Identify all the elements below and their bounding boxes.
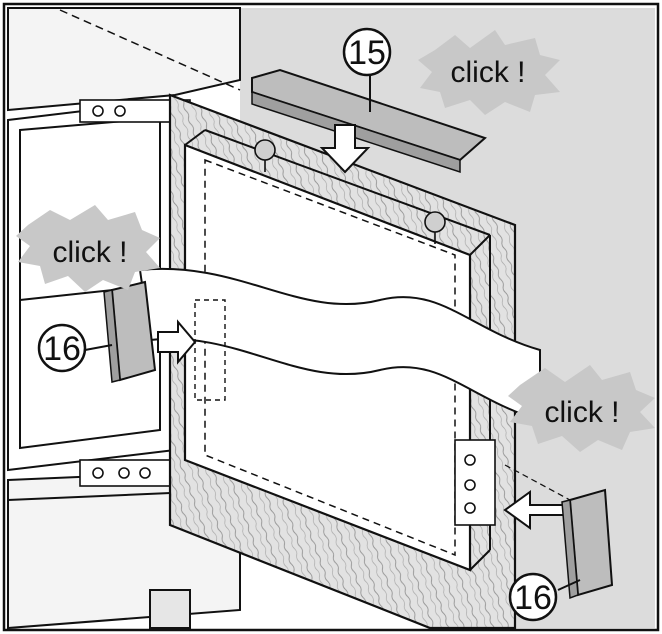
callout-16-left: 16	[37, 323, 87, 373]
hinge-bracket-top	[79, 99, 191, 123]
adjustment-screw-right	[424, 211, 446, 244]
left-cover-part	[103, 280, 157, 383]
right-hinge-mechanism	[454, 439, 496, 526]
svg-text:click !: click !	[545, 396, 620, 429]
right-cover-part	[561, 488, 614, 600]
arrow-down-icon	[319, 124, 371, 174]
click-burst-right: click !	[508, 365, 655, 452]
adjustment-screw-left	[254, 139, 276, 172]
leader-line-left	[84, 344, 113, 351]
callout-16-right: 16	[508, 572, 558, 622]
svg-text:click !: click !	[53, 236, 128, 269]
click-burst-top: click !	[418, 30, 560, 115]
svg-text:click !: click !	[451, 56, 526, 89]
leader-line-bottom-right	[557, 579, 581, 591]
svg-text:16: 16	[514, 579, 552, 617]
arrow-left-icon	[503, 490, 566, 530]
callout-15: 15	[342, 27, 392, 77]
svg-text:15: 15	[348, 34, 386, 72]
left-hinge-mechanism	[194, 299, 226, 401]
click-burst-left: click !	[16, 205, 160, 292]
svg-text:16: 16	[43, 330, 81, 368]
arrow-right-icon	[157, 319, 197, 365]
